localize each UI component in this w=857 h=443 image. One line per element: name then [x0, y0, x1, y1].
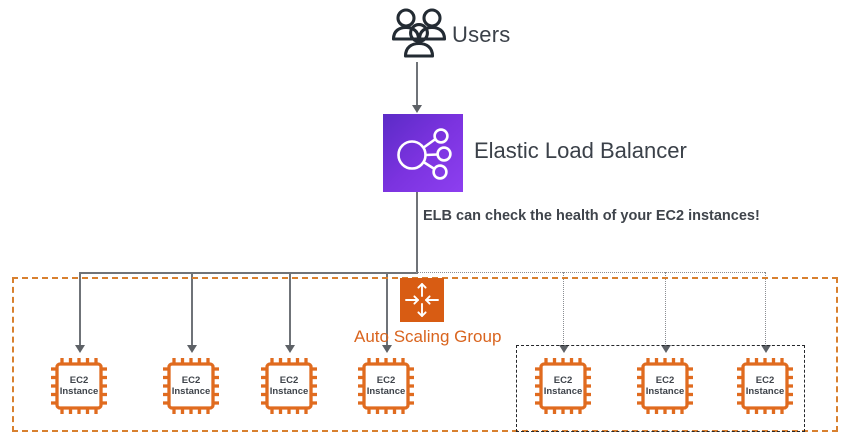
distribution-bar-dotted — [416, 272, 765, 273]
arrowhead-to-ec2-1 — [75, 345, 85, 353]
elastic-load-balancer-node — [383, 114, 463, 192]
ec2-instance-node: EC2 Instance — [355, 355, 417, 417]
health-checked-instances-box — [516, 345, 805, 432]
ec2-chip-icon — [535, 358, 591, 414]
arrowhead-to-ec2-7 — [761, 345, 771, 353]
ec2-instance-node: EC2 Instance — [48, 355, 110, 417]
elastic-load-balancer-label: Elastic Load Balancer — [474, 138, 687, 163]
arrowhead-to-ec2-2 — [187, 345, 197, 353]
auto-scaling-group-label: Auto Scaling Group — [354, 327, 502, 346]
ec2-instance-node: EC2 Instance — [258, 355, 320, 417]
load-balancer-network-icon — [397, 128, 452, 180]
connector-to-ec2-7 — [765, 272, 766, 348]
connector-users-to-elb — [416, 62, 418, 106]
arrowhead-to-ec2-3 — [285, 345, 295, 353]
ec2-chip-icon — [163, 358, 219, 414]
ec2-chip-icon — [358, 358, 414, 414]
users-group-icon — [391, 8, 447, 58]
arrowhead-to-ec2-5 — [559, 345, 569, 353]
arrowhead-users-to-elb — [412, 105, 422, 113]
ec2-chip-icon — [261, 358, 317, 414]
connector-to-ec2-5 — [563, 272, 564, 348]
ec2-instance-node: EC2 Instance — [160, 355, 222, 417]
ec2-instance-node: EC2 Instance — [634, 355, 696, 417]
connector-to-ec2-1 — [79, 272, 81, 348]
arrowhead-to-ec2-4 — [382, 345, 392, 353]
auto-scaling-group-node — [400, 278, 444, 322]
connector-to-ec2-6 — [665, 272, 666, 348]
users-label: Users — [452, 22, 511, 47]
connector-to-ec2-2 — [191, 272, 193, 348]
distribution-bar-solid — [79, 272, 418, 274]
ec2-instance-node: EC2 Instance — [532, 355, 594, 417]
ec2-chip-icon — [637, 358, 693, 414]
ec2-chip-icon — [737, 358, 793, 414]
ec2-instance-node: EC2 Instance — [734, 355, 796, 417]
connector-to-ec2-3 — [289, 272, 291, 348]
ec2-chip-icon — [51, 358, 107, 414]
auto-scaling-arrows-icon — [405, 283, 439, 317]
connector-to-ec2-4 — [386, 272, 388, 348]
health-check-note: ELB can check the health of your EC2 ins… — [423, 208, 760, 224]
arrowhead-to-ec2-6 — [661, 345, 671, 353]
connector-elb-to-distribution-bar — [416, 192, 418, 273]
users-node — [390, 6, 450, 62]
